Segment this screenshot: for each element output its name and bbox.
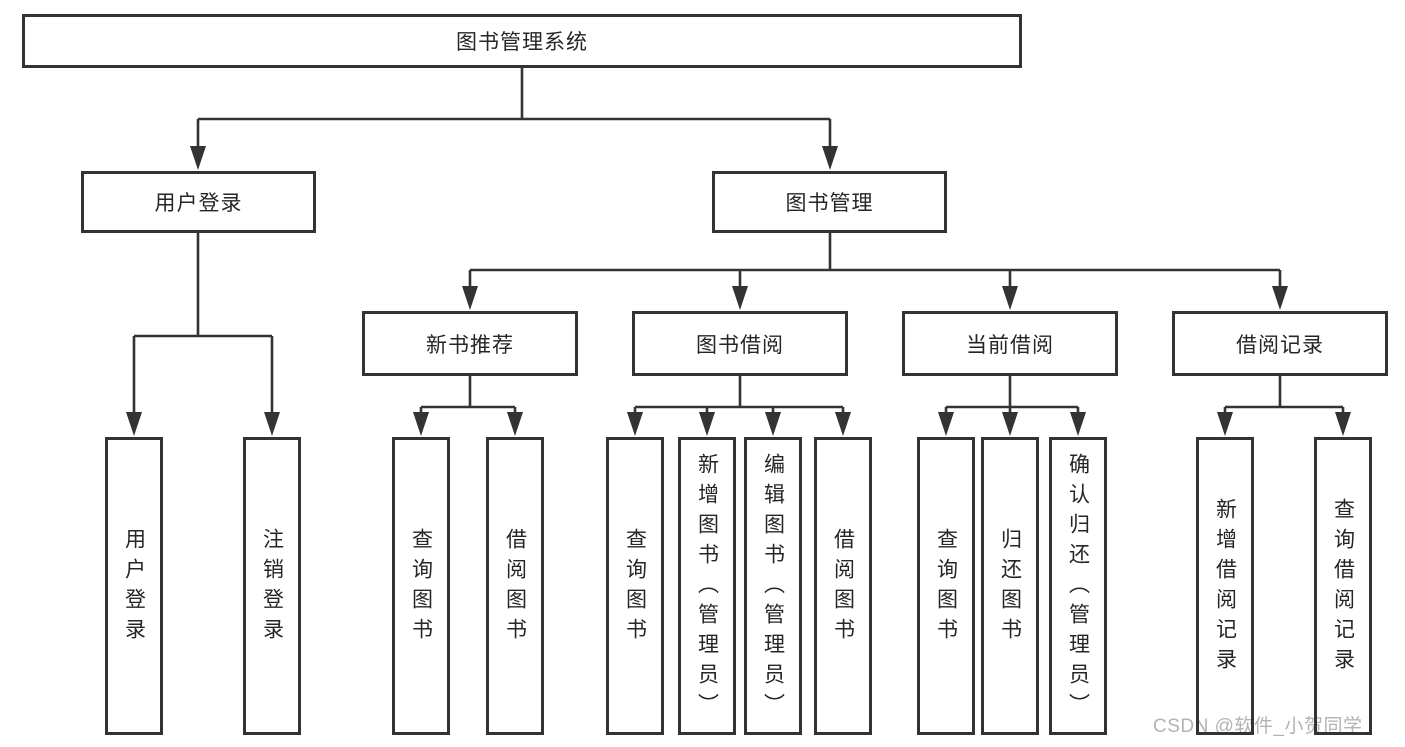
leaf-query-books-rec: 查询图书 (392, 437, 450, 735)
leaf-query-books-borrow: 查询图书 (606, 437, 664, 735)
node-library-system: 图书管理系统 (22, 14, 1022, 68)
leaf-return-books: 归还图书 (981, 437, 1039, 735)
node-new-book-recommend: 新书推荐 (362, 311, 578, 376)
leaf-query-borrow-record: 查询借阅记录 (1314, 437, 1372, 735)
node-book-borrow: 图书借阅 (632, 311, 848, 376)
leaf-query-books-current: 查询图书 (917, 437, 975, 735)
leaf-borrow-books-rec: 借阅图书 (486, 437, 544, 735)
leaf-user-login: 用户登录 (105, 437, 163, 735)
leaf-add-books-admin: 新增图书（管理员） (678, 437, 736, 735)
leaf-edit-books-admin: 编辑图书（管理员） (744, 437, 802, 735)
node-book-management: 图书管理 (712, 171, 947, 233)
csdn-watermark: CSDN @软件_小贺同学 (1153, 716, 1363, 737)
leaf-logout: 注销登录 (243, 437, 301, 735)
node-current-borrow: 当前借阅 (902, 311, 1118, 376)
leaf-borrow-books: 借阅图书 (814, 437, 872, 735)
node-borrow-records: 借阅记录 (1172, 311, 1388, 376)
leaf-add-borrow-record: 新增借阅记录 (1196, 437, 1254, 735)
arrowhead-icons (126, 146, 1351, 436)
leaf-confirm-return-admin: 确认归还（管理员） (1049, 437, 1107, 735)
node-user-login: 用户登录 (81, 171, 316, 233)
